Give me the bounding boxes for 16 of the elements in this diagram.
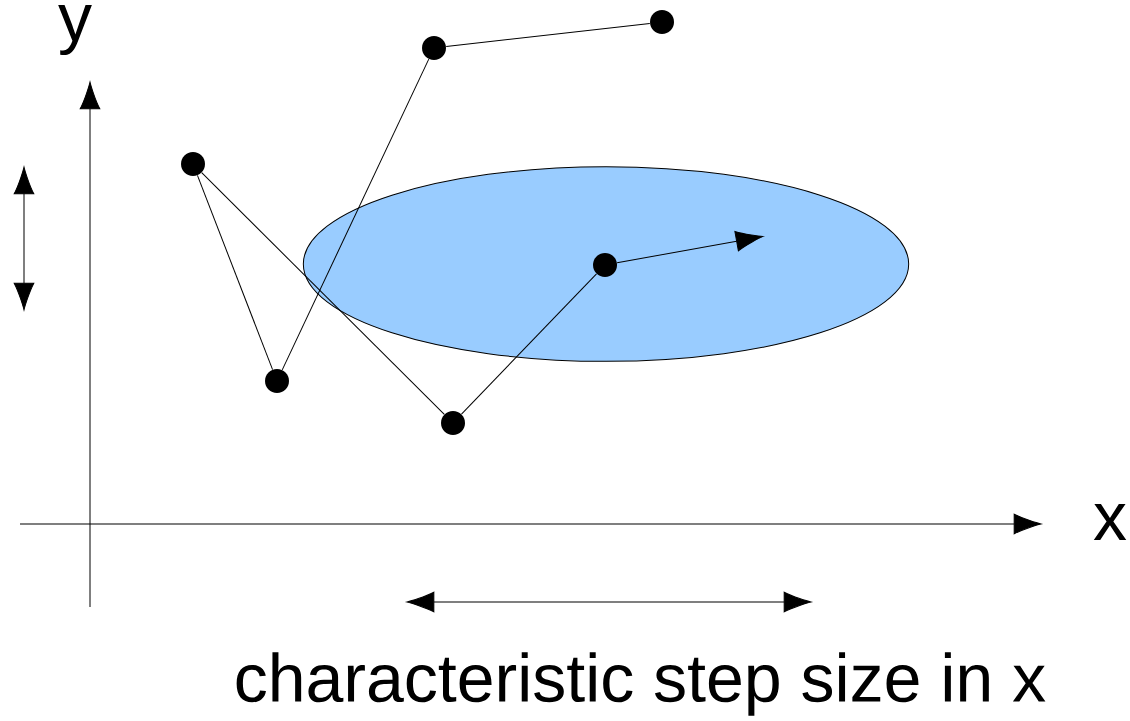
sample-point [650, 10, 674, 34]
sample-point [441, 411, 465, 435]
path-line [461, 273, 597, 415]
path-line [445, 22, 651, 48]
sample-point [593, 253, 617, 277]
arrow [616, 231, 764, 264]
sample-point [265, 369, 289, 393]
proposal-ellipse [302, 166, 910, 362]
sample-point [422, 36, 446, 60]
path-line [196, 174, 274, 371]
dimension-label: characteristic step size in x [236, 652, 1046, 716]
axis-label: x [1093, 504, 1127, 540]
path-line [281, 58, 430, 371]
axis-label: y [58, 5, 92, 55]
path-line [201, 172, 445, 415]
sample-point [181, 152, 205, 176]
